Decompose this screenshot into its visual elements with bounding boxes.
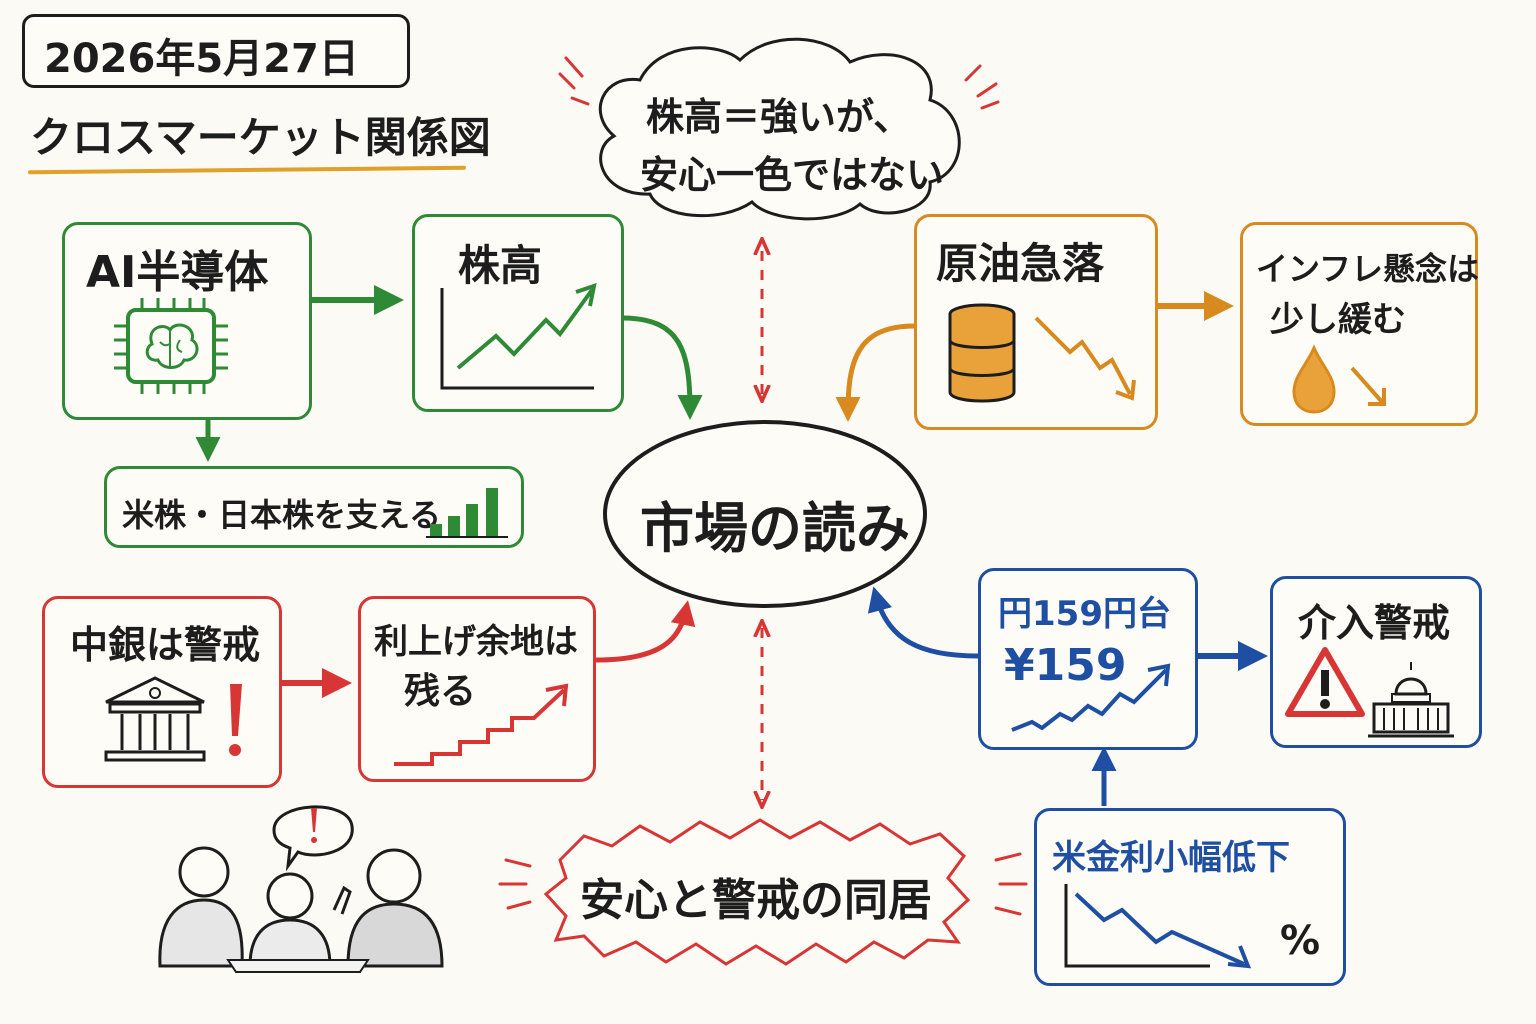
node-rate-hike: [358, 596, 596, 782]
rising-chart-icon: [440, 283, 597, 390]
capitol-building-icon: [1368, 662, 1454, 738]
bar-chart-icon: [426, 488, 508, 538]
node-ai-semis: [62, 222, 312, 420]
yen-rising-line-icon: [1011, 663, 1171, 732]
center-ellipse: [603, 420, 927, 608]
arrow-yen-to-center: [867, 586, 979, 659]
bank-building-icon: [104, 676, 206, 762]
us-rates-label: 米金利小幅低下: [1052, 838, 1290, 878]
coexist-burst: [543, 818, 971, 966]
people-meeting-icon: [158, 805, 444, 973]
cloud-line-1: 株高＝強いが、: [646, 95, 912, 139]
burst-emphasis-marks: [498, 852, 1028, 916]
oil-barrel-icon: [948, 303, 1016, 403]
node-inflation: [1240, 222, 1478, 426]
cloud-emphasis-marks: [558, 56, 1000, 110]
inflation-line-1: インフレ懸念は: [1256, 250, 1480, 288]
date-label: 2026年5月27日: [44, 36, 359, 82]
date-box: [22, 14, 410, 88]
us-rates-unit: %: [1280, 918, 1321, 964]
stairs-up-chart-icon: [394, 683, 569, 766]
cloud-line-2: 安心一色ではない: [640, 153, 945, 197]
node-stock-rise: [412, 214, 624, 412]
center-label: 市場の読み: [640, 497, 910, 560]
node-central-bank: [42, 596, 282, 788]
yen-price: ¥159: [1004, 640, 1127, 691]
arrow-stock-to-center: [621, 315, 703, 420]
warning-triangle-icon: [1285, 647, 1365, 717]
falling-chart-icon: [1064, 884, 1252, 969]
oil-drop-icon: [1292, 344, 1386, 414]
arrow-rate-to-center: [595, 600, 696, 663]
rate-hike-line-1: 利上げ余地は: [374, 622, 578, 662]
inflation-line-2: 少し緩む: [1270, 300, 1406, 340]
support-label: 米株・日本株を支える: [122, 496, 442, 534]
rate-hike-line-2: 残る: [404, 671, 477, 712]
node-us-rates: [1034, 808, 1346, 986]
thought-cloud-shape: [598, 37, 961, 221]
oil-drop-label: 原油急落: [936, 239, 1105, 288]
brain-chip-icon: [114, 298, 228, 394]
node-support: [104, 466, 524, 548]
yen-label: 円159円台: [998, 594, 1171, 634]
exclamation-icon: [229, 684, 242, 756]
coexist-label: 安心と警戒の同居: [580, 875, 932, 926]
page-title: クロスマーケット関係図: [30, 113, 491, 162]
stock-rise-label: 株高: [458, 241, 543, 290]
ai-semis-label: AI半導体: [86, 247, 269, 298]
node-yen: [978, 568, 1198, 750]
arrow-oil-to-center: [835, 323, 915, 422]
falling-arrow-icon: [1034, 316, 1136, 401]
intervention-label: 介入警戒: [1298, 601, 1451, 645]
central-bank-label: 中銀は警戒: [70, 623, 261, 667]
